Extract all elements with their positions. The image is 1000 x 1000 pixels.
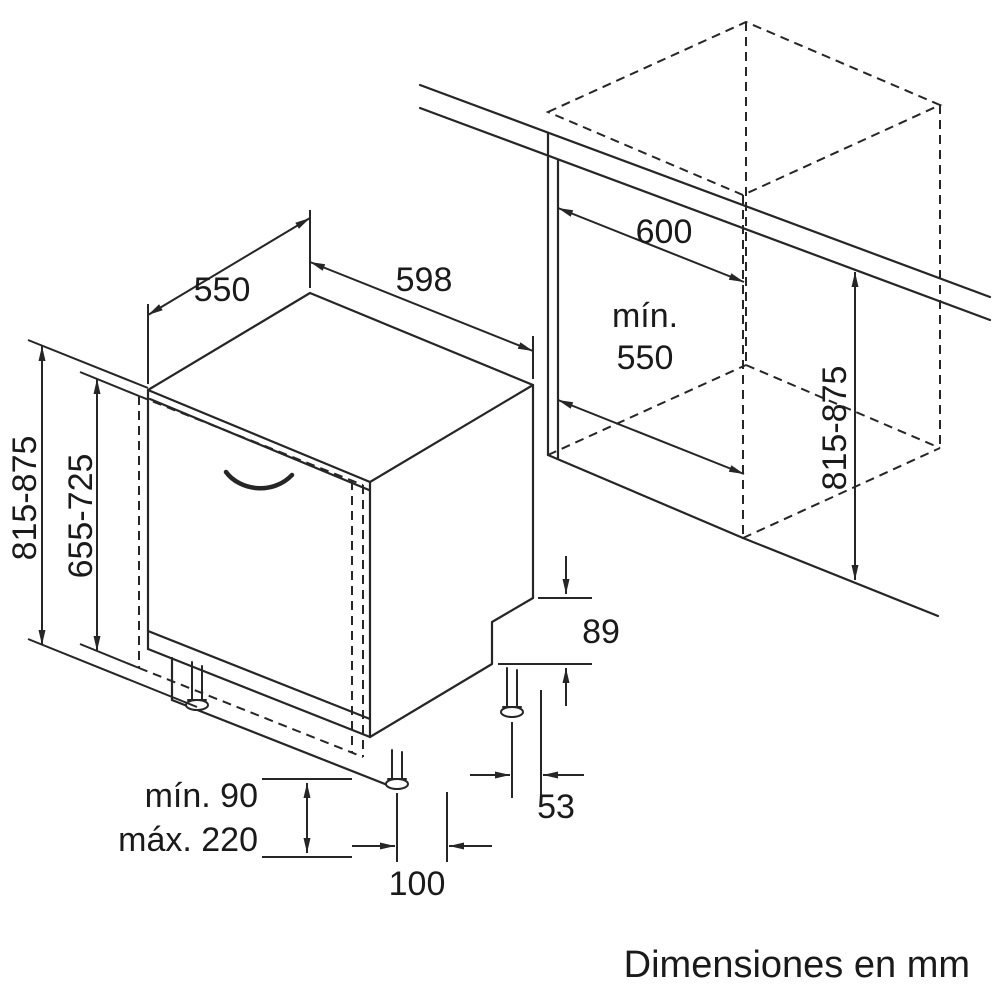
panel-bottom-edge [138,667,364,758]
foot-back-right [500,667,524,718]
dim-width-598: 598 [309,261,534,379]
dim-label-550-top: 550 [194,271,251,309]
foot-front-left [185,661,209,711]
dim-label-height-right: 815-875 [816,366,854,491]
dim-label-max-220: máx. 220 [118,821,258,859]
dim-niche-min-550: mín. 550 [557,297,745,475]
body-front-bottom-edge [146,647,372,739]
niche-bottom-back-left [547,364,747,456]
niche-top-face [545,20,943,197]
dishwasher-body [146,291,535,788]
dim-front-foot-100: 100 [352,792,492,903]
dim-label-89: 89 [582,613,620,651]
niche-bottom-back-right [745,364,941,449]
dim-depth-550: 550 [147,210,311,384]
dim-label-600: 600 [636,213,693,251]
countertop-edge-top [418,83,992,299]
foot-front-right [385,749,409,790]
niche-floor-left-edge [546,453,745,540]
dim-step-89: 89 [498,556,620,706]
niche-floor-right-edge [741,536,940,618]
panel-top-edge [138,395,364,486]
dim-rear-foot-53: 53 [470,690,584,826]
dim-panel-height: 655-725 [62,371,140,669]
door-bottom-edge [146,629,372,721]
dim-label-598: 598 [396,261,453,299]
dim-label-height-left: 815-875 [6,436,44,561]
dim-label-panel-height: 655-725 [62,454,100,579]
dim-label-min-90: mín. 90 [145,777,258,815]
countertop-edge-bottom [418,106,992,322]
side-bottom-step [368,596,535,739]
dim-height-left: 815-875 [6,339,198,708]
door-handle-curve [223,469,295,491]
dim-height-right: 815-875 [816,272,859,580]
niche-bottom-front-right [742,447,941,539]
dim-label-53: 53 [537,788,575,826]
furniture-panel-dashed [138,395,364,758]
plinth-bottom-edge [170,698,392,788]
dim-label-100: 100 [389,865,446,903]
dim-plinth-adjust: mín. 90 máx. 220 [118,777,352,859]
caption-dimensions-mm: Dimensiones en mm [624,944,970,986]
dim-label-min: mín. [612,297,678,335]
body-top-face [146,291,535,484]
dim-niche-600: 600 [557,207,745,283]
feet [185,661,524,790]
niche-outline [545,20,943,618]
dim-label-min-550: 550 [617,339,674,377]
